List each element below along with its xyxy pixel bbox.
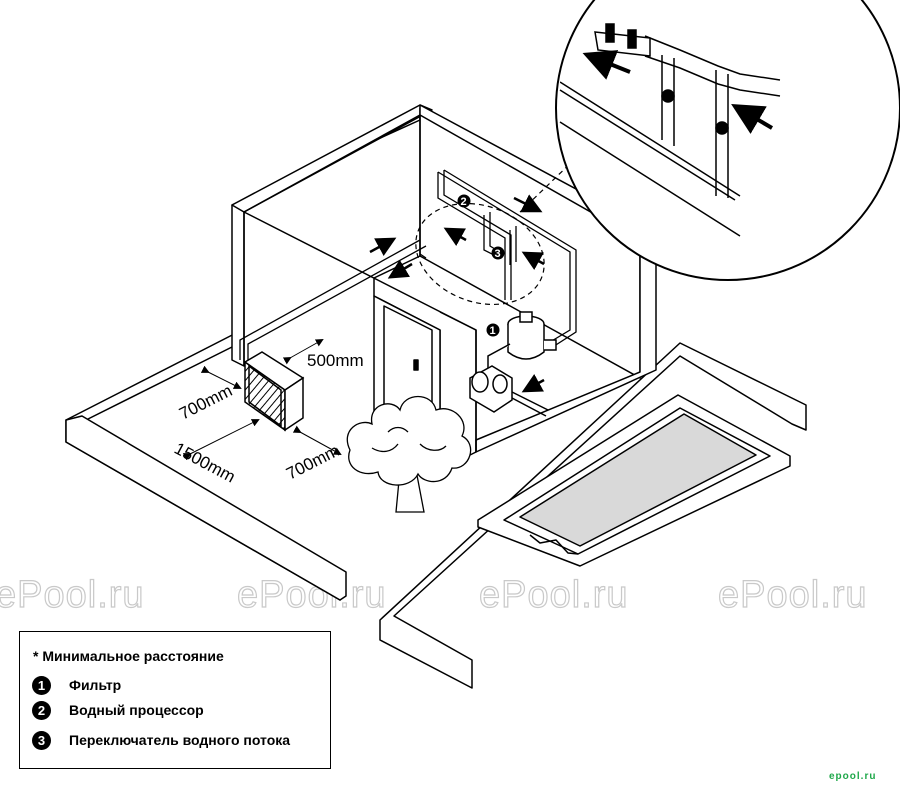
- legend-title: * Минимальное расстояние: [33, 648, 224, 664]
- callout-1: 1: [490, 325, 496, 337]
- legend-item-filter: 1 Фильтр: [32, 675, 121, 695]
- callout-2: 2: [461, 196, 467, 208]
- heat-pump-unit: [243, 351, 305, 432]
- tree: [346, 396, 472, 513]
- dim-side-clearance: 700mm: [176, 381, 235, 424]
- legend-label-2: Водный процессор: [69, 702, 204, 718]
- filter-unit: [507, 311, 557, 360]
- legend-item-flow-switch: 3 Переключатель водного потока: [32, 730, 290, 750]
- pump-unit: [469, 343, 549, 417]
- dim-top-clearance: 500mm: [307, 351, 364, 370]
- watermark-4: ePool.ru: [718, 574, 868, 616]
- watermark-1: ePool.ru: [0, 574, 145, 616]
- flow-arrows: [369, 194, 545, 393]
- zoom-detail: [555, 0, 900, 281]
- watermark-3: ePool.ru: [479, 574, 629, 616]
- callout-3: 3: [495, 248, 501, 260]
- legend-box: * Минимальное расстояние 1 Фильтр 2 Водн…: [19, 631, 331, 769]
- callout-badges: 2 3 1: [457, 194, 505, 337]
- courtyard-wall-right: [379, 342, 807, 689]
- pool-water: [519, 413, 757, 547]
- dim-front-clearance: 700mm: [283, 441, 342, 484]
- pipe-system: [239, 169, 577, 362]
- legend-badge-1: 1: [32, 675, 51, 695]
- legend-label-1: Фильтр: [69, 677, 122, 693]
- legend-label-3: Переключатель водного потока: [69, 732, 291, 748]
- dimension-lines: [182, 339, 342, 461]
- legend-badge-2: 2: [32, 700, 51, 720]
- legend-item-water-processor: 2 Водный процессор: [32, 700, 204, 720]
- pool: [477, 394, 791, 567]
- watermark-group: ePool.ru ePool.ru ePool.ru ePool.ru: [0, 573, 868, 616]
- site-logo: epool.ru: [829, 771, 877, 782]
- legend-badge-3: 3: [32, 730, 51, 750]
